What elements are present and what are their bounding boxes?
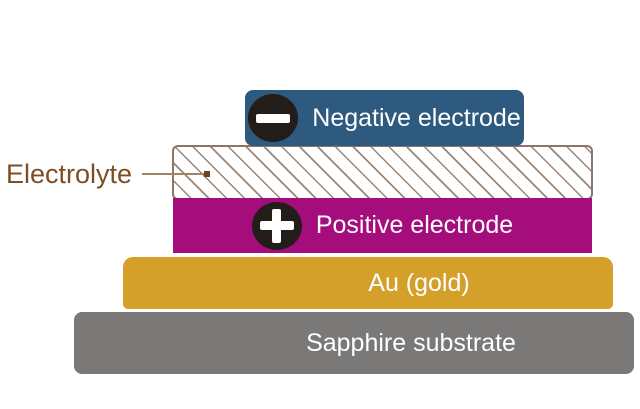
electrolyte-layer	[172, 145, 593, 200]
minus-bar	[256, 113, 291, 123]
negative-electrode-layer: Negative electrode	[245, 90, 524, 146]
positive-electrode-layer: Positive electrode	[173, 198, 592, 253]
gold-layer-label: Au (gold)	[368, 268, 470, 297]
substrate-layer: Sapphire substrate	[74, 312, 634, 374]
electrolyte-callout: Electrolyte	[6, 158, 211, 190]
gold-layer: Au (gold)	[123, 257, 613, 309]
electrolyte-leader-dot	[204, 171, 211, 177]
minus-icon	[248, 94, 299, 142]
electrolyte-leader-line	[142, 173, 205, 175]
plus-icon	[251, 201, 302, 250]
positive-electrode-label: Positive electrode	[315, 211, 514, 239]
substrate-label: Sapphire substrate	[306, 328, 516, 357]
plus-bar-vertical	[272, 208, 282, 243]
negative-electrode-label: Negative electrode	[312, 103, 521, 132]
electrolyte-label: Electrolyte	[6, 159, 133, 189]
